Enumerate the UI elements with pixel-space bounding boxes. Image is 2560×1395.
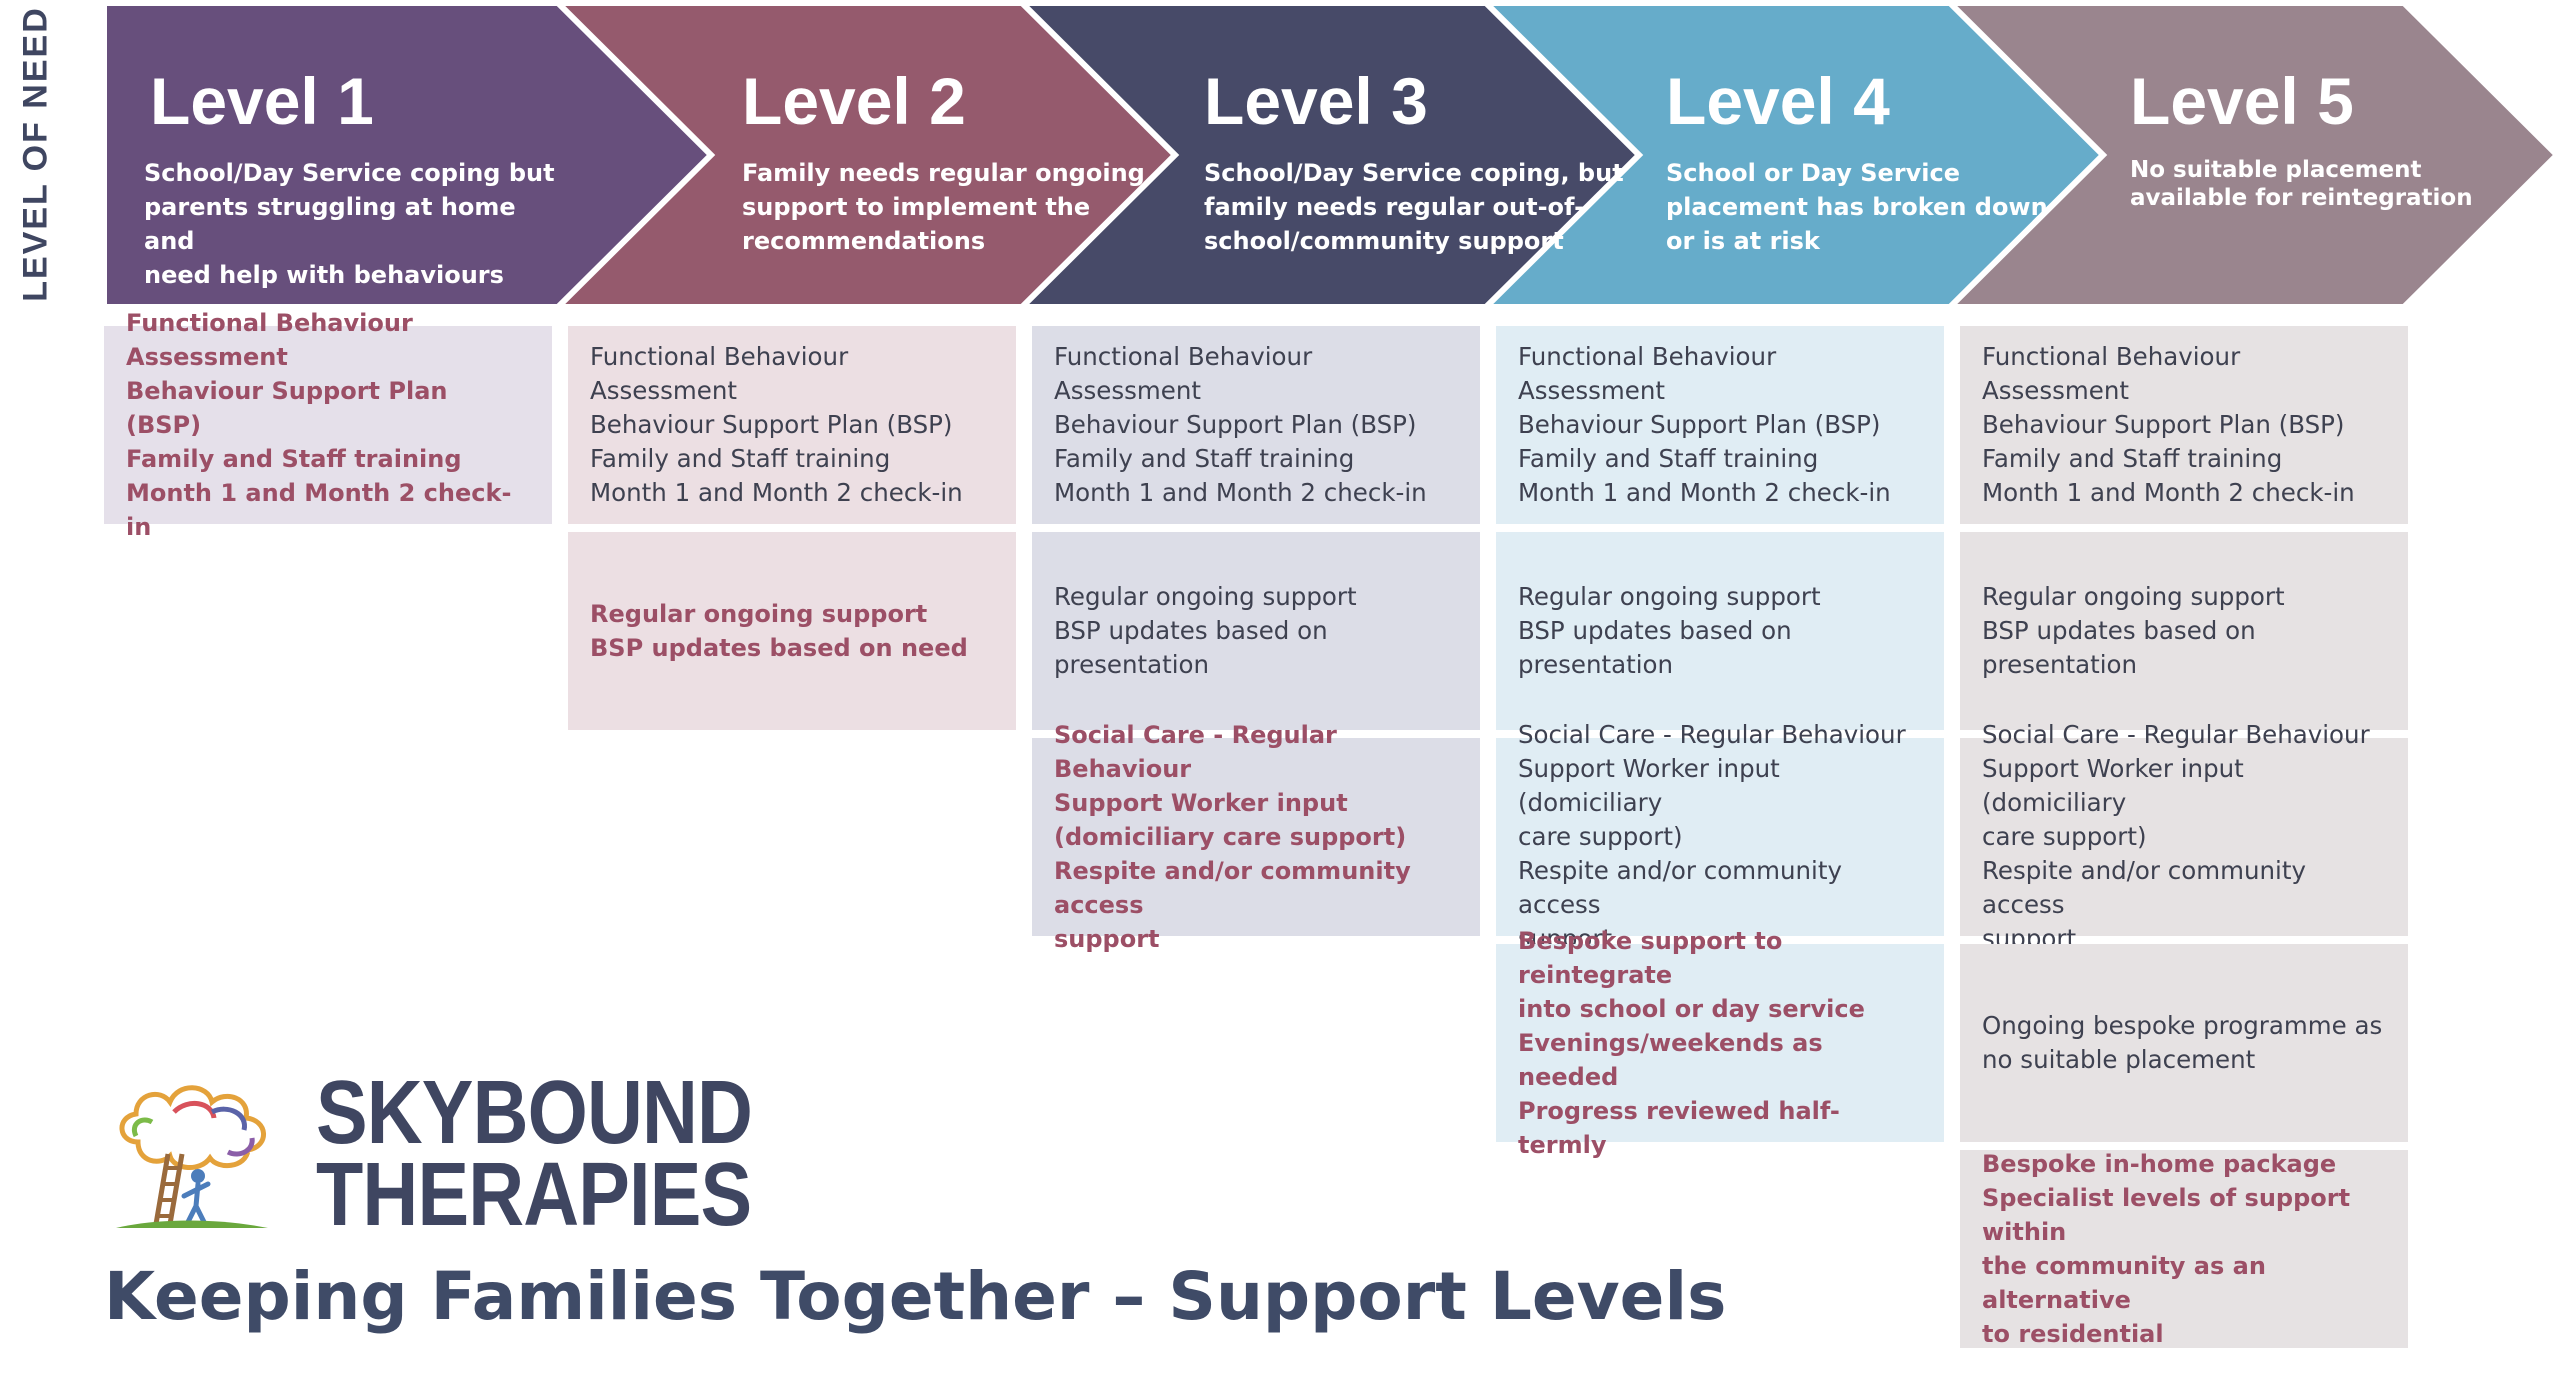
support-cell-text: Functional Behaviour Assessment Behaviou… bbox=[1982, 342, 2355, 507]
support-cell-row4-level5: Ongoing bespoke programme as no suitable… bbox=[1960, 944, 2408, 1142]
support-cell-row2-level3: Regular ongoing support BSP updates base… bbox=[1032, 532, 1480, 730]
support-cell-text: Regular ongoing support BSP updates base… bbox=[590, 600, 968, 662]
support-cell-text: Bespoke in-home package Specialist level… bbox=[1982, 1150, 2351, 1348]
level-chevron-5 bbox=[1942, 0, 2560, 310]
skybound-logo: SKYBOUND THERAPIES bbox=[108, 1068, 758, 1252]
support-cell-row3-level3: Social Care - Regular Behaviour Support … bbox=[1032, 721, 1480, 953]
support-cell-row5-level5: Bespoke in-home package Specialist level… bbox=[1960, 1150, 2408, 1348]
support-cell-text: Functional Behaviour Assessment Behaviou… bbox=[1054, 342, 1427, 507]
support-cell-text: Functional Behaviour Assessment Behaviou… bbox=[1518, 342, 1891, 507]
brand-line-1: SKYBOUND bbox=[316, 1063, 753, 1163]
level-chevrons bbox=[101, 0, 2560, 310]
support-cell-row1-level5: Functional Behaviour Assessment Behaviou… bbox=[1960, 326, 2408, 524]
support-cell-text: Regular ongoing support BSP updates base… bbox=[1054, 582, 1357, 679]
support-cell-text: Regular ongoing support BSP updates base… bbox=[1982, 582, 2285, 679]
level-description: No suitable placement available for rein… bbox=[2130, 157, 2473, 211]
support-cell-text: Social Care - Regular Behaviour Support … bbox=[1982, 720, 2370, 953]
support-cell-text: Social Care - Regular Behaviour Support … bbox=[1054, 721, 1411, 953]
support-cell-row2-level4: Regular ongoing support BSP updates base… bbox=[1496, 532, 1944, 730]
support-cell-row2-level2: Regular ongoing support BSP updates base… bbox=[568, 532, 1016, 730]
level-description: School/Day Service coping but parents st… bbox=[144, 159, 555, 289]
support-cell-row3-level4: Social Care - Regular Behaviour Support … bbox=[1496, 720, 1944, 953]
level-description: School or Day Service placement has brok… bbox=[1666, 159, 2048, 255]
support-cell-text: Functional Behaviour Assessment Behaviou… bbox=[126, 309, 512, 541]
support-cell-text: Regular ongoing support BSP updates base… bbox=[1518, 582, 1821, 679]
support-cell-text: Functional Behaviour Assessment Behaviou… bbox=[590, 342, 963, 507]
support-cell-row2-level5: Regular ongoing support BSP updates base… bbox=[1960, 532, 2408, 730]
level-title: Level 3 bbox=[1204, 64, 1428, 138]
brand-line-2: THERAPIES bbox=[316, 1145, 752, 1245]
level-title: Level 5 bbox=[2130, 64, 2354, 138]
support-cell-text: Ongoing bespoke programme as no suitable… bbox=[1982, 1011, 2383, 1074]
level-description: School/Day Service coping, but family ne… bbox=[1204, 159, 1624, 255]
page-title: Keeping Families Together – Support Leve… bbox=[104, 1258, 1727, 1335]
level-title: Level 1 bbox=[150, 64, 374, 138]
brand-wordmark: SKYBOUND THERAPIES bbox=[316, 1063, 823, 1245]
level-description: Family needs regular ongoing support to … bbox=[742, 159, 1145, 255]
tree-ladder-icon bbox=[116, 1085, 268, 1228]
level-title: Level 4 bbox=[1666, 64, 1890, 138]
support-cell-text: Bespoke support to reintegrate into scho… bbox=[1518, 927, 1865, 1159]
support-cell-text: Social Care - Regular Behaviour Support … bbox=[1518, 720, 1906, 953]
level-title: Level 2 bbox=[742, 64, 966, 138]
support-cell-row1-level4: Functional Behaviour Assessment Behaviou… bbox=[1496, 326, 1944, 524]
support-cell-row1-level3: Functional Behaviour Assessment Behaviou… bbox=[1032, 326, 1480, 524]
level-header-1: Level 1 School/Day Service coping but par… bbox=[144, 64, 570, 292]
support-cell-row3-level5: Social Care - Regular Behaviour Support … bbox=[1960, 720, 2408, 953]
support-cell-row4-level4: Bespoke support to reintegrate into scho… bbox=[1496, 927, 1944, 1159]
support-cell-row1-level2: Functional Behaviour Assessment Behaviou… bbox=[568, 326, 1016, 524]
support-cell-row1-level1: Functional Behaviour Assessment Behaviou… bbox=[104, 309, 552, 541]
